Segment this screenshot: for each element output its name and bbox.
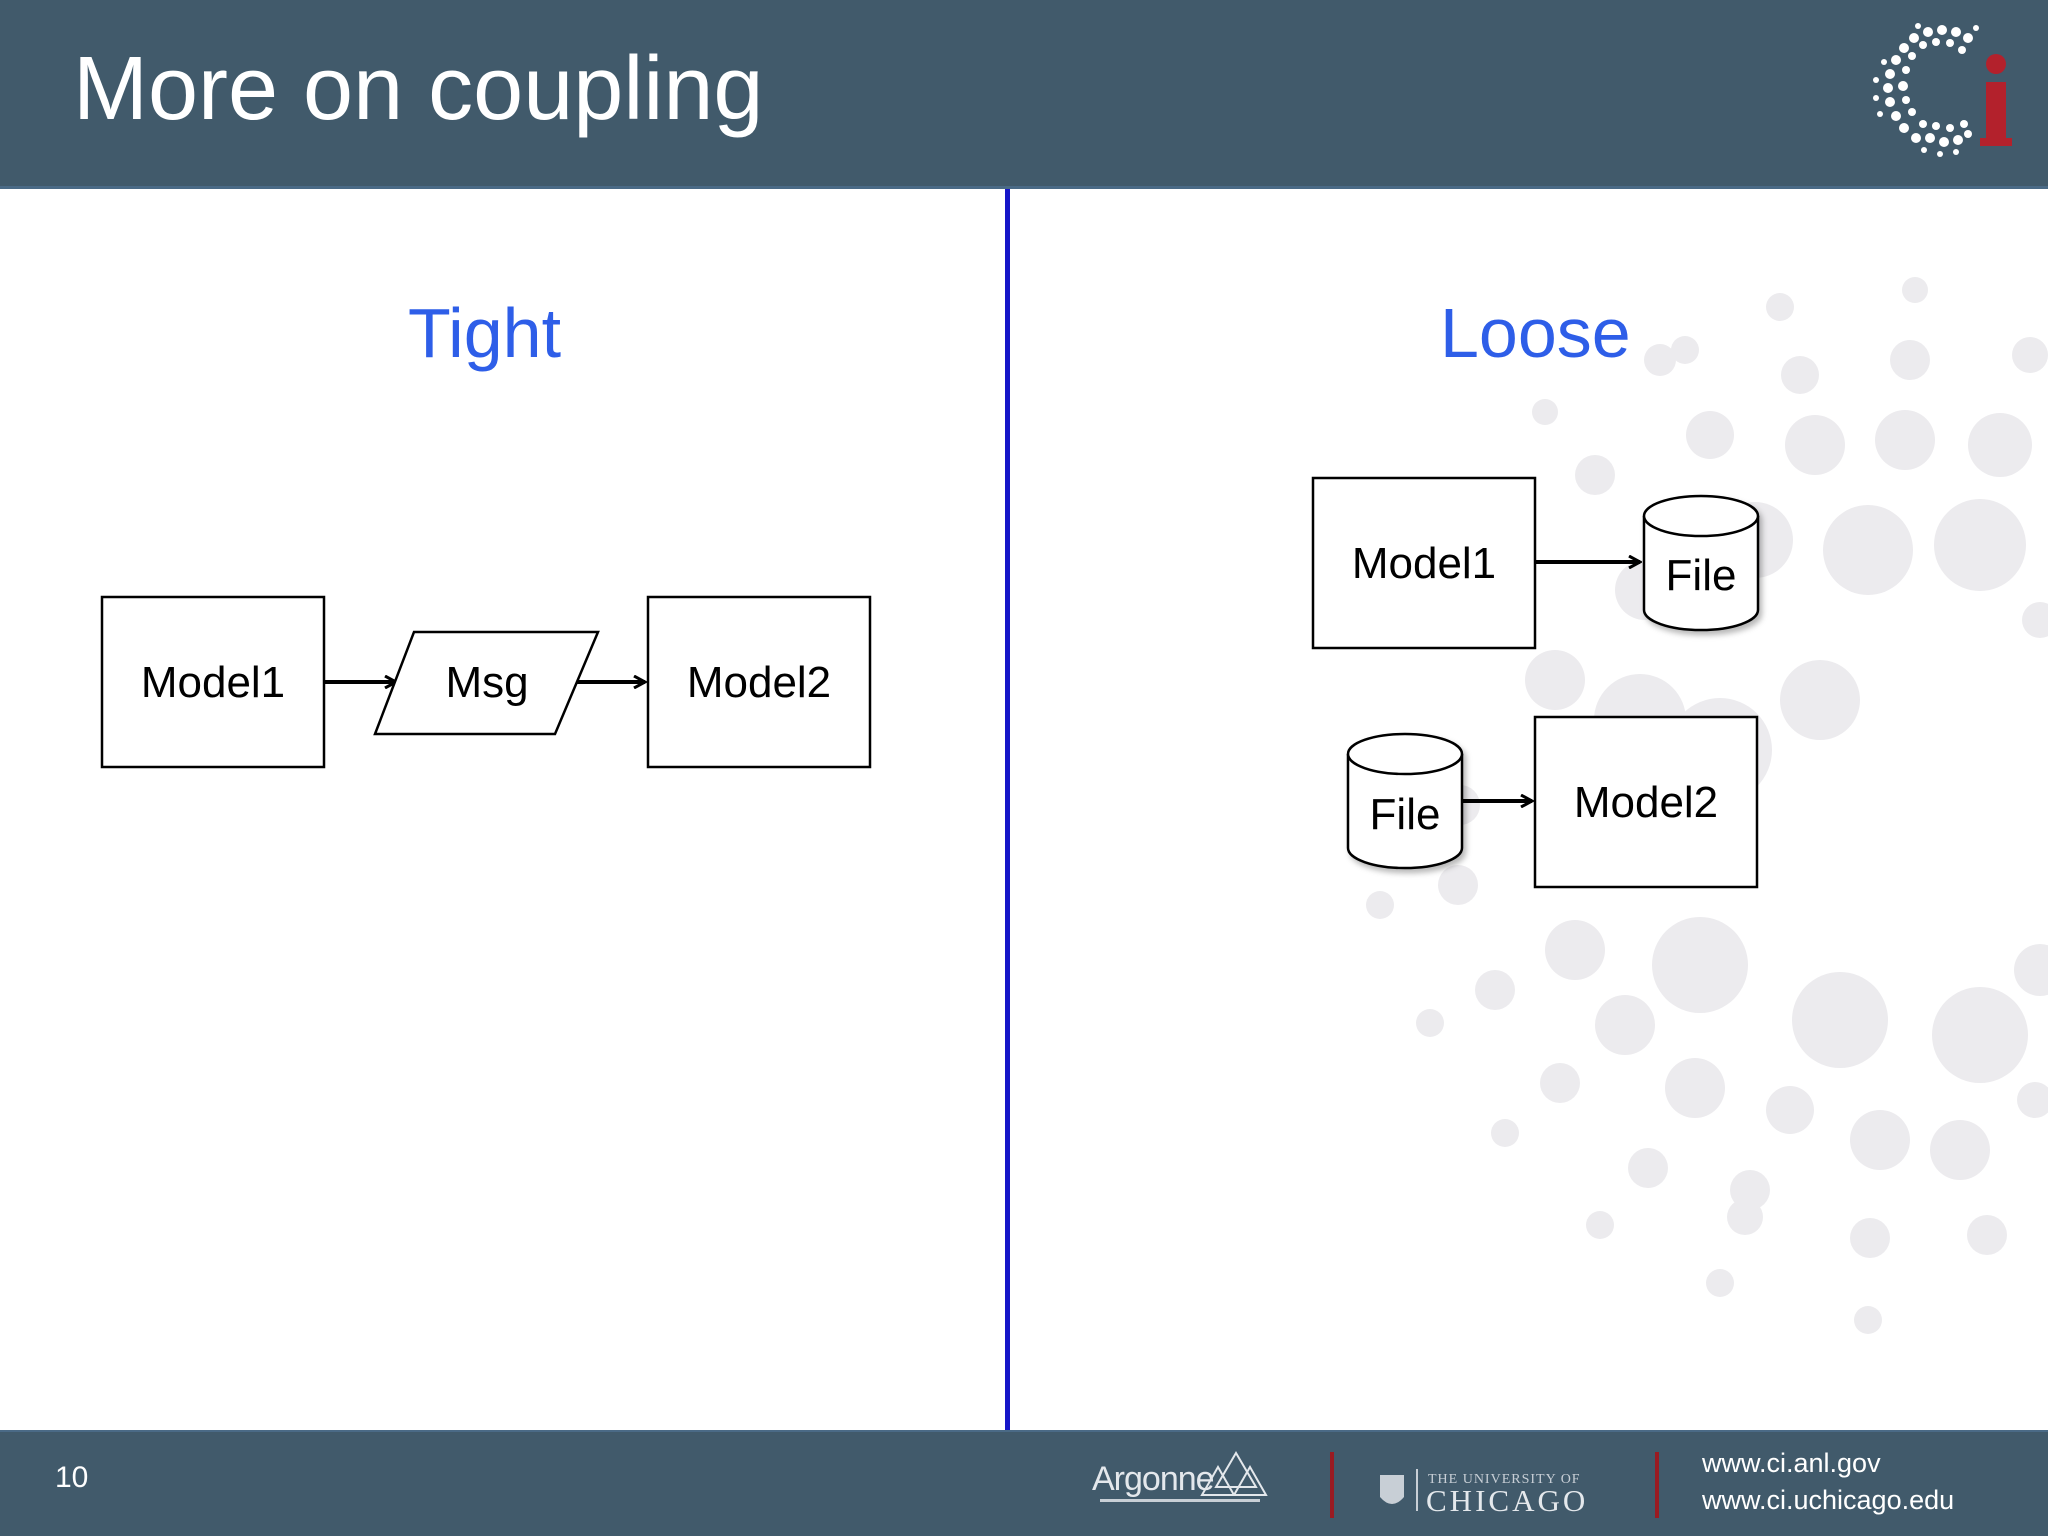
tight-msg-parallelogram xyxy=(373,630,600,736)
footer-rule xyxy=(0,1430,2048,1433)
column-divider xyxy=(1005,189,1010,1433)
tight-model2-box xyxy=(646,595,872,769)
uchicago-logo: THE UNIVERSITY OF CHICAGO xyxy=(1380,1469,1588,1515)
footer-separator-2 xyxy=(1655,1452,1659,1518)
tight-msg-label: Msg xyxy=(445,658,528,707)
tight-model2-label: Model2 xyxy=(687,658,831,707)
loose-model1-label: Model1 xyxy=(1352,539,1496,588)
uchicago-small-text: THE UNIVERSITY OF xyxy=(1428,1472,1581,1487)
footer-separator-1 xyxy=(1330,1452,1334,1518)
uchicago-big-text: CHICAGO xyxy=(1426,1483,1588,1515)
argonne-logo-text: Argonne xyxy=(1092,1460,1214,1498)
page-number: 10 xyxy=(55,1461,89,1494)
loose-file-bottom-cylinder xyxy=(1346,732,1464,870)
tight-diagram: Model1 Msg Model2 xyxy=(100,595,872,769)
loose-file-top-label: File xyxy=(1666,551,1737,600)
loose-model1-box xyxy=(1311,476,1537,650)
loose-heading: Loose xyxy=(1440,294,1631,372)
footer-urls: www.ci.anl.gov www.ci.uchicago.edu xyxy=(1702,1445,1954,1519)
loose-file-top-cylinder xyxy=(1642,494,1760,632)
loose-model2-box xyxy=(1533,715,1759,889)
ci-logo xyxy=(1873,23,2012,157)
url-uchicago[interactable]: www.ci.uchicago.edu xyxy=(1702,1485,1955,1515)
slide-footer xyxy=(0,1432,2048,1536)
loose-file-bottom-label: File xyxy=(1370,790,1441,839)
loose-diagram: Model1 File File Model2 xyxy=(1311,476,1760,889)
loose-model2-label: Model2 xyxy=(1574,778,1718,827)
slide-title: More on coupling xyxy=(73,39,764,139)
argonne-logo: Argonne xyxy=(1092,1451,1268,1502)
header-rule xyxy=(0,186,2048,189)
tight-model1-box xyxy=(100,595,326,769)
tight-model1-label: Model1 xyxy=(141,658,285,707)
tight-heading: Tight xyxy=(408,294,562,372)
url-anl[interactable]: www.ci.anl.gov xyxy=(1702,1448,1881,1478)
slide-header xyxy=(0,0,2048,187)
